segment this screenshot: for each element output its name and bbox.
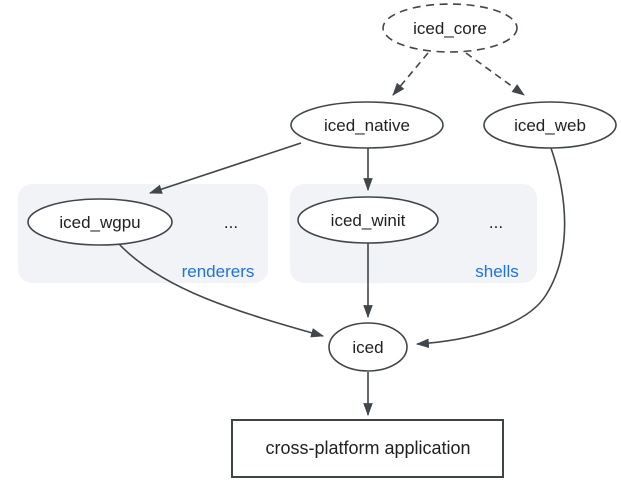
edge-wgpu-to-iced [117,242,325,338]
node-iced-wgpu-label: iced_wgpu [59,213,140,232]
node-iced-label: iced [352,338,383,357]
node-iced [328,322,408,372]
edge-core-to-native [392,52,429,96]
node-iced-wgpu [27,198,173,246]
node-iced-winit [297,196,439,244]
renderers-ellipsis: ... [224,213,238,232]
shells-ellipsis: ... [489,213,503,232]
edge-native-to-wgpu [148,142,302,194]
node-iced-core [382,3,518,53]
node-iced-winit-label: iced_winit [331,211,406,230]
shells-group-label: shells [475,262,518,281]
node-iced-web [483,101,617,149]
node-cross-platform-application [231,419,504,478]
edge-core-to-web [465,52,525,96]
node-cross-platform-application-label: cross-platform application [265,438,470,458]
node-iced-native-label: iced_native [324,116,410,135]
renderers-group-label: renderers [182,262,255,281]
node-iced-native [290,101,444,149]
node-iced-web-label: iced_web [514,116,586,135]
edge-web-to-iced [415,147,566,349]
node-iced-core-label: iced_core [413,19,487,38]
